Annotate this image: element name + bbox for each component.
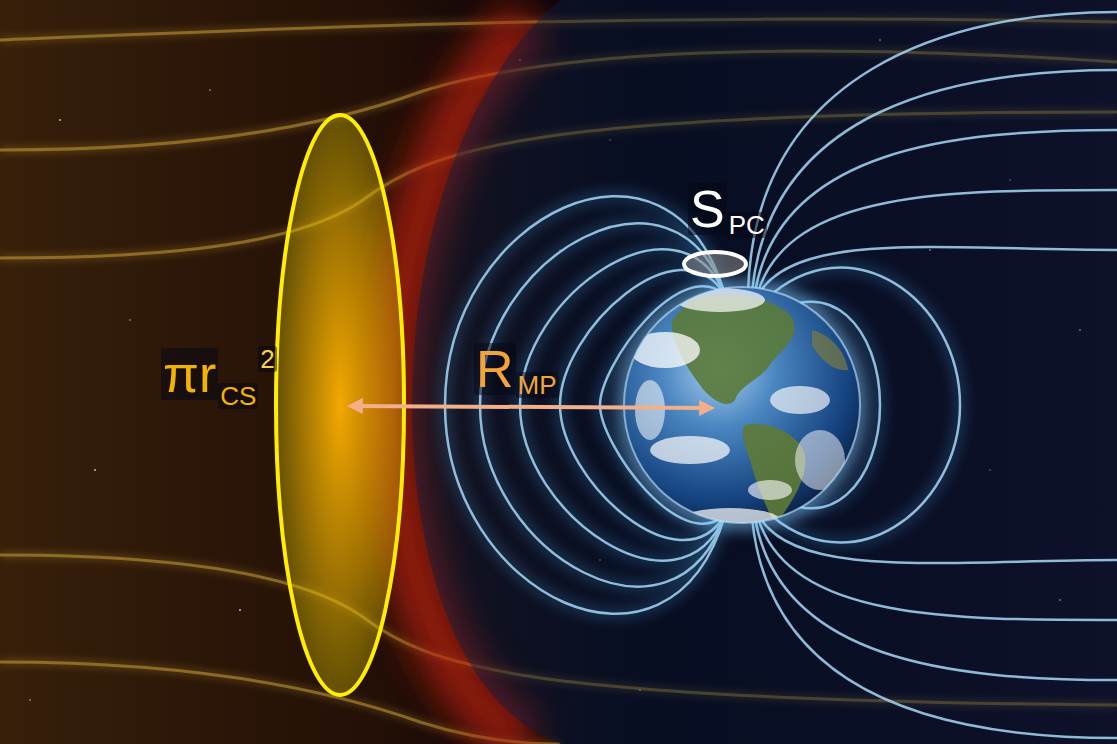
- polar-cap-symbol: S: [688, 183, 727, 235]
- magnetosphere-region: [412, 0, 1117, 744]
- distance-subscript: MP: [516, 372, 559, 398]
- polar-cap-subscript: PC: [727, 212, 767, 238]
- area-symbol: πr: [161, 348, 218, 400]
- magnetic-field-lines: [445, 12, 1117, 738]
- area-exponent: 2: [258, 346, 276, 372]
- earth: [616, 279, 868, 532]
- distance-symbol: R: [474, 343, 516, 395]
- polar-cap-ellipse: [684, 252, 746, 276]
- area-subscript: CS: [218, 383, 258, 409]
- distance-arrow: [350, 406, 712, 408]
